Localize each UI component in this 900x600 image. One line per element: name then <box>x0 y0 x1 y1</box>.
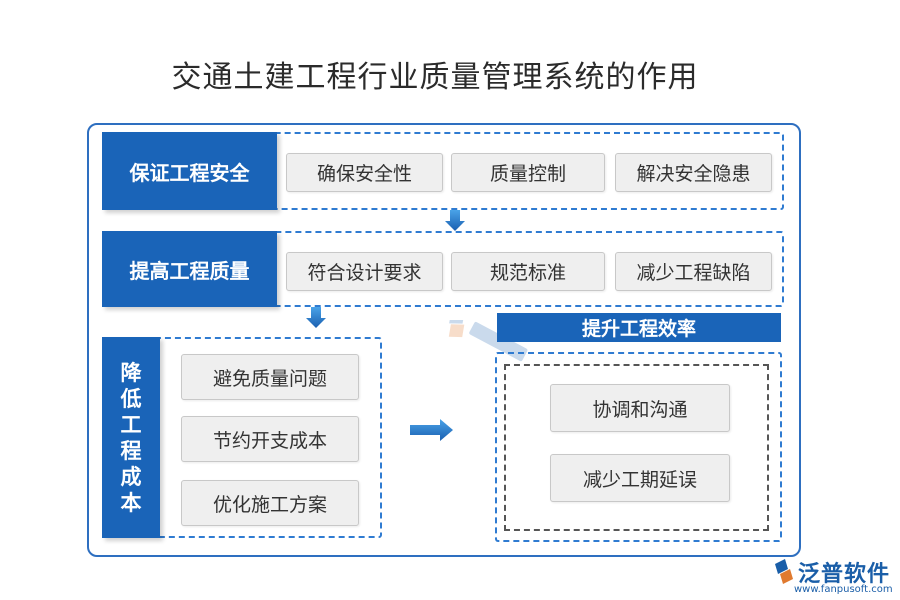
row-safety-item-1: 确保安全性 <box>286 153 443 192</box>
efficiency-box <box>495 352 782 542</box>
brand-name: 泛普软件 <box>798 562 891 587</box>
page-title: 交通土建工程行业质量管理系统的作用 <box>171 60 699 95</box>
efficiency-item-2: 减少工期延误 <box>550 454 730 502</box>
cost-item-3: 优化施工方案 <box>181 480 359 526</box>
efficiency-item-1: 协调和沟通 <box>550 384 730 432</box>
diagram-frame <box>87 123 801 557</box>
cost-label-char: 程 <box>120 437 142 463</box>
row-quality-item-2: 规范标准 <box>451 252 605 291</box>
cost-label-char: 低 <box>120 385 142 411</box>
row-quality-label: 提高工程质量 <box>102 231 277 307</box>
cost-label: 降 低 工 程 成 本 <box>102 337 160 538</box>
efficiency-title: 提升工程效率 <box>497 313 781 342</box>
brand-logo-icon <box>775 559 793 584</box>
row-safety-label: 保证工程安全 <box>102 132 277 210</box>
brand-logo: 泛普软件 www.fanpusoft.com <box>772 556 896 598</box>
right-arrow-icon <box>410 419 453 441</box>
down-arrow-icon <box>306 307 326 328</box>
cost-label-char: 降 <box>120 359 142 385</box>
efficiency-inner-box <box>504 364 769 531</box>
row-quality-item-3: 减少工程缺陷 <box>615 252 772 291</box>
brand-url: www.fanpusoft.com <box>794 584 893 595</box>
down-arrow-icon <box>445 210 465 231</box>
cost-label-char: 成 <box>120 463 142 489</box>
row-safety-item-2: 质量控制 <box>451 153 605 192</box>
cost-label-char: 本 <box>120 489 142 515</box>
row-safety-item-3: 解决安全隐患 <box>615 153 772 192</box>
row-quality-item-1: 符合设计要求 <box>286 252 443 291</box>
cost-item-2: 节约开支成本 <box>181 416 359 462</box>
cost-item-1: 避免质量问题 <box>181 354 359 400</box>
cost-label-char: 工 <box>120 411 142 437</box>
